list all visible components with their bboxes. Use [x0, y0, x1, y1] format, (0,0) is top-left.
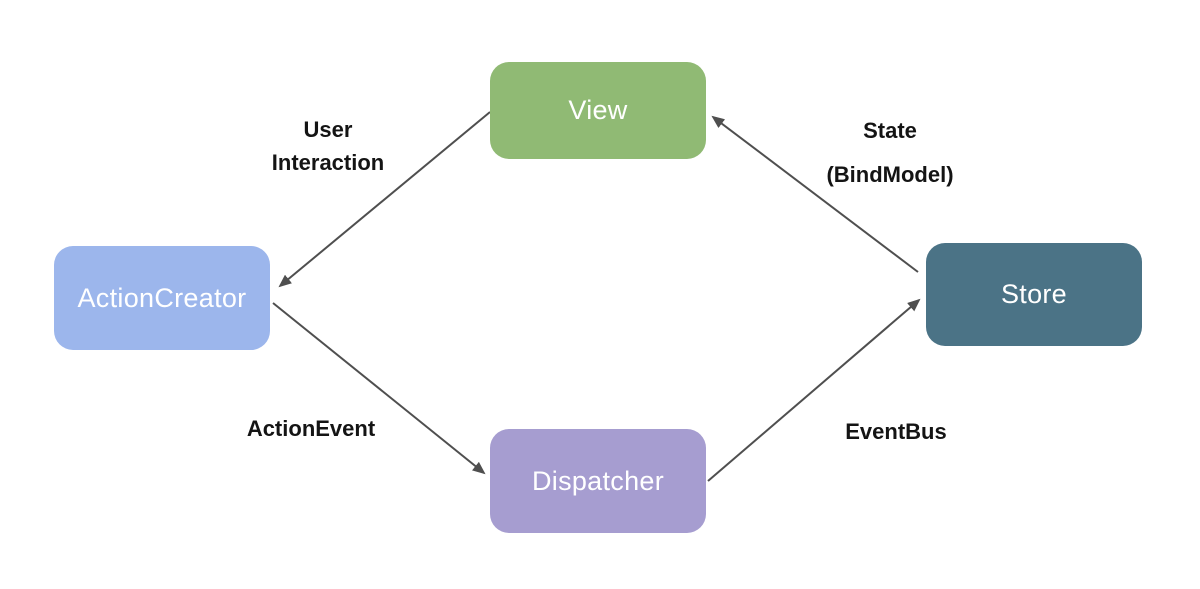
edge-label-user-interaction: User Interaction — [218, 113, 438, 179]
arrow-view-to-action-creator — [278, 111, 491, 288]
node-dispatcher-label: Dispatcher — [531, 465, 665, 496]
edge-label-state-bindmodel: State (BindModel) — [780, 114, 1000, 191]
node-action-creator: ActionCreator — [54, 246, 270, 350]
edge-label-line: Interaction — [271, 150, 385, 175]
edge-label-action-event: ActionEvent — [201, 412, 421, 445]
edge-label-line: (BindModel) — [826, 162, 954, 187]
edge-label-line: User — [303, 117, 353, 142]
arrow-action-creator-to-dispatcher — [272, 302, 486, 475]
node-view-label: View — [568, 95, 628, 125]
node-view: View — [490, 62, 706, 159]
arrow-dispatcher-to-store — [707, 298, 921, 482]
edge-label-line: State — [863, 118, 917, 143]
edge-label-event-bus: EventBus — [786, 415, 1006, 448]
node-action-creator-label: ActionCreator — [77, 282, 247, 313]
node-store-label: Store — [1000, 279, 1068, 309]
node-store: Store — [926, 243, 1142, 346]
edge-label-line: EventBus — [845, 419, 947, 444]
arrow-store-to-view — [711, 115, 919, 273]
edge-label-line: ActionEvent — [246, 416, 376, 441]
node-dispatcher: Dispatcher — [490, 429, 706, 533]
